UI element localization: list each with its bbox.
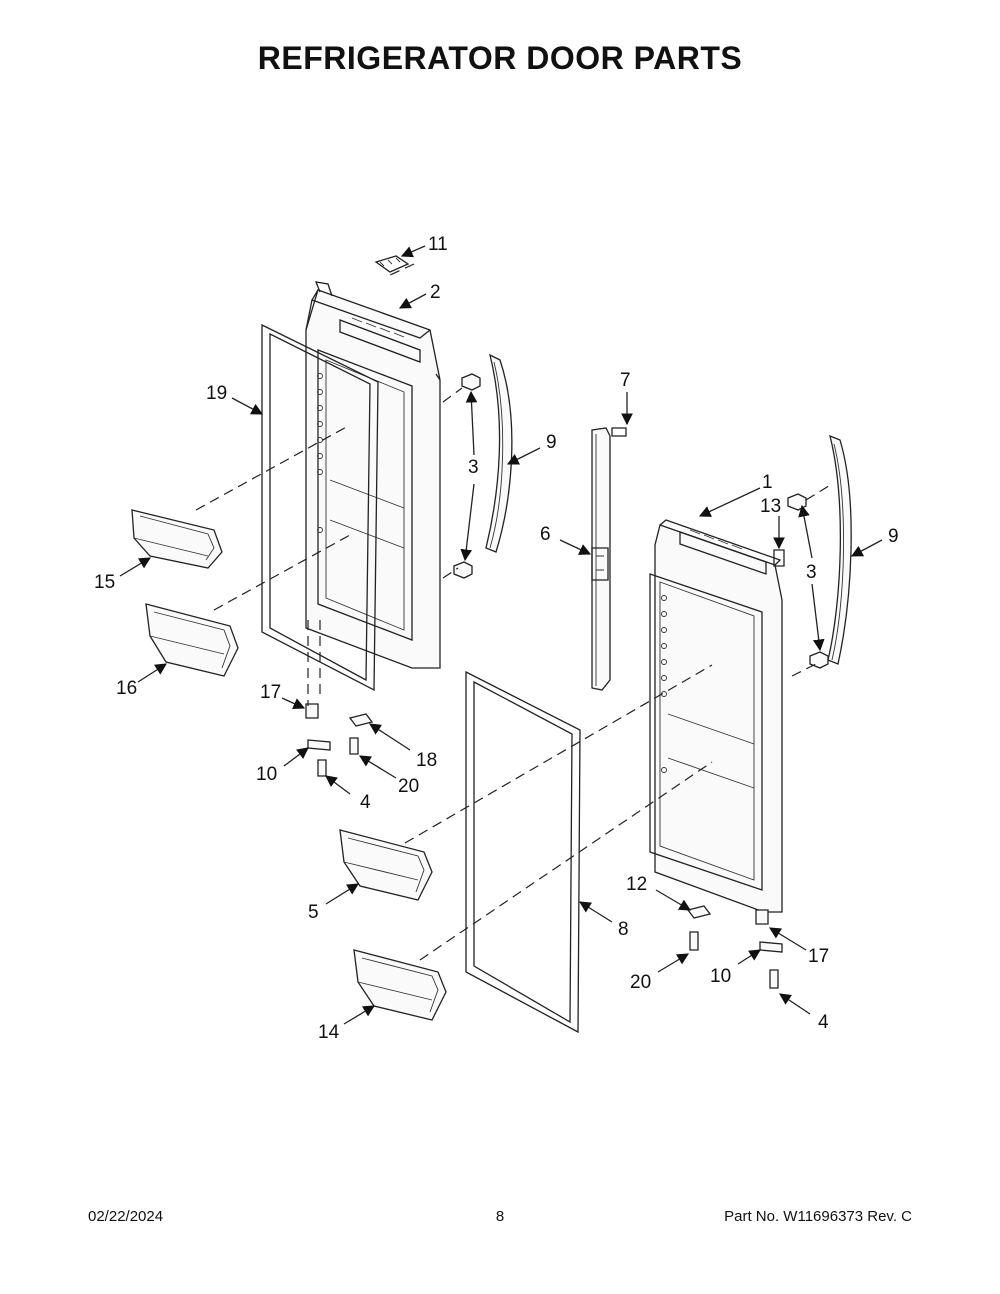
door-bin-16 — [145, 603, 239, 677]
callout-1: 1 — [762, 472, 773, 493]
callout-4-right: 4 — [818, 1012, 829, 1033]
center-mullion — [591, 427, 611, 691]
right-door-handle — [827, 434, 852, 665]
right-door-shelf-clips — [661, 595, 667, 773]
right-door-closer-12 — [686, 905, 712, 919]
callout-9-left: 9 — [546, 432, 557, 453]
left-hinge-bushing-17 — [305, 703, 319, 719]
page-title: REFRIGERATOR DOOR PARTS — [257, 40, 743, 76]
callout-17-left: 17 — [260, 682, 281, 703]
callout-3-right: 3 — [806, 562, 817, 583]
door-bin-15 — [131, 509, 223, 569]
left-screw-4 — [317, 759, 327, 777]
callout-3-left: 3 — [468, 457, 479, 478]
callout-11: 11 — [428, 234, 448, 255]
callout-17-right: 17 — [808, 946, 829, 967]
left-door-handle — [485, 353, 513, 553]
callout-2: 2 — [430, 282, 441, 303]
callout-20-left: 20 — [398, 776, 419, 797]
top-hinge-part — [374, 255, 410, 273]
left-door-shelf-clips — [317, 373, 323, 533]
right-hinge-pin-10 — [759, 941, 783, 953]
callout-8: 8 — [618, 919, 629, 940]
callout-16: 16 — [116, 678, 137, 699]
door-bin-14 — [353, 949, 447, 1021]
callout-labels: 11 2 19 3 9 7 6 1 13 3 9 15 16 17 10 4 1… — [94, 234, 899, 1043]
door-bin-5 — [339, 829, 433, 901]
door-closer-18 — [348, 713, 374, 727]
callout-10-left: 10 — [256, 764, 277, 785]
left-door-liner — [305, 281, 441, 669]
footer-page-number: 8 — [495, 1208, 505, 1225]
callout-18: 18 — [416, 750, 437, 771]
door-switch-part — [773, 549, 785, 567]
callout-15: 15 — [94, 572, 115, 593]
right-screw-20 — [689, 931, 699, 951]
callout-7: 7 — [620, 370, 631, 391]
leader-arrows — [119, 245, 883, 1025]
callout-5: 5 — [308, 902, 319, 923]
callout-9-right: 9 — [888, 526, 899, 547]
footer-date: 02/22/2024 — [88, 1208, 164, 1225]
right-hinge-bushing-17 — [755, 909, 769, 925]
callout-20-right: 20 — [630, 972, 651, 993]
right-screw-4 — [769, 969, 779, 989]
callout-10-right: 10 — [710, 966, 731, 987]
right-door-gasket — [465, 670, 581, 1034]
mullion-screw — [611, 427, 627, 437]
assembly-guide-lines — [195, 263, 833, 961]
callout-14: 14 — [318, 1022, 340, 1043]
left-screw-20 — [349, 737, 359, 755]
callout-13: 13 — [760, 496, 781, 517]
callout-19: 19 — [206, 383, 227, 404]
left-door-gasket — [261, 323, 379, 692]
right-door-liner — [649, 519, 783, 913]
callout-12: 12 — [626, 874, 647, 895]
left-handle-mounting-studs — [453, 373, 481, 579]
footer-part-number: Part No. W11696373 Rev. C — [724, 1208, 912, 1225]
left-hinge-pin-10 — [307, 739, 331, 751]
callout-6: 6 — [540, 524, 551, 545]
callout-4-left: 4 — [360, 792, 371, 813]
